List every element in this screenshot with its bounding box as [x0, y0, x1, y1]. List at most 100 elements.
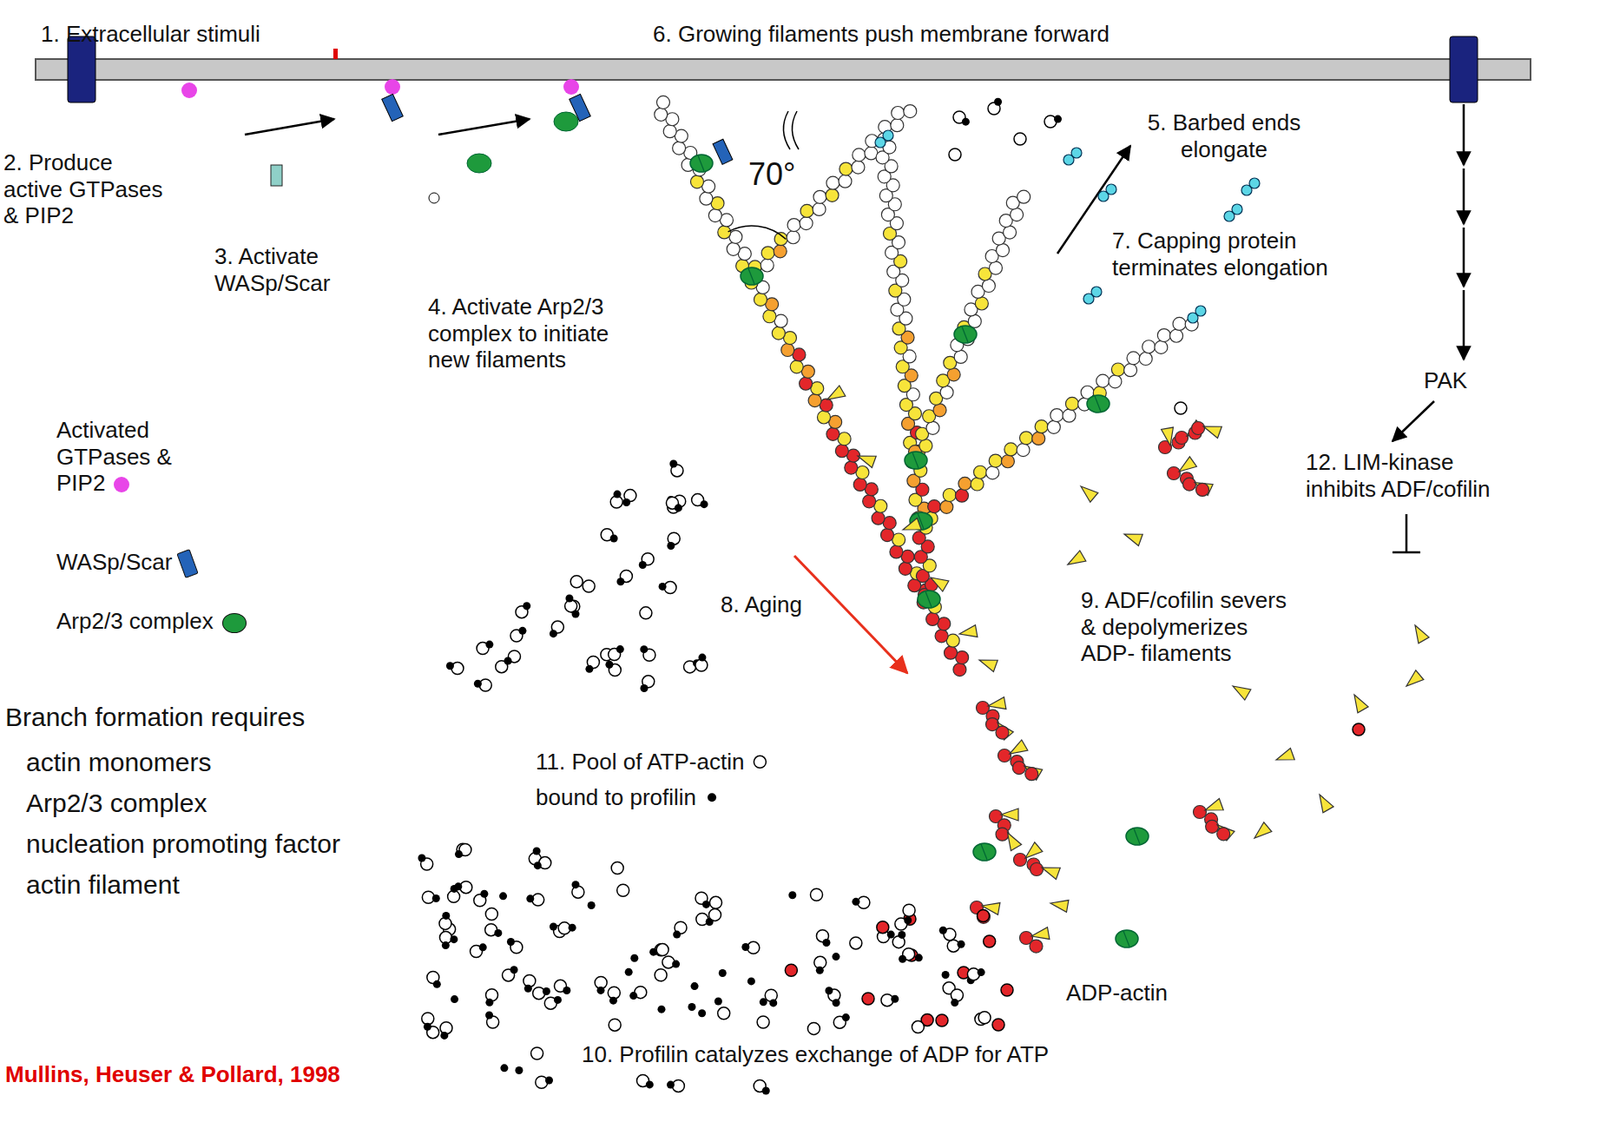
- actin-subunit: [1003, 225, 1017, 239]
- species-label: ADP-actin: [1066, 979, 1168, 1007]
- actin-subunit: [988, 261, 1002, 275]
- profilin: [625, 967, 633, 976]
- profilin: [718, 968, 727, 977]
- adp-actin-subunit: [1193, 805, 1207, 819]
- profilin: [957, 940, 966, 949]
- profilin: [613, 490, 622, 499]
- adp-actin-subunit: [1167, 467, 1181, 481]
- process-arrow: [438, 118, 530, 135]
- profilin: [610, 534, 619, 543]
- profilin: [549, 922, 558, 931]
- cofilin: [1314, 791, 1334, 813]
- protein-label: PAK: [1423, 367, 1468, 395]
- actin-subunit: [926, 421, 940, 435]
- actin-monomer: [570, 575, 583, 588]
- arp23-complex: [553, 111, 579, 132]
- adp-actin-subunit: [1205, 819, 1219, 833]
- cofilin: [1402, 670, 1424, 692]
- profilin: [897, 930, 906, 939]
- profilin: [423, 1022, 432, 1031]
- step-label: 4. Activate Arp2/3 complex to initiate n…: [427, 293, 637, 374]
- profilin: [842, 1013, 850, 1021]
- process-arrow: [244, 118, 335, 135]
- actin-subunit: [933, 403, 947, 417]
- profilin: [616, 577, 625, 586]
- actin-subunit: [656, 95, 670, 109]
- cofilin: [1183, 420, 1205, 442]
- profilin: [549, 629, 558, 638]
- arp23-cleft: [1094, 395, 1101, 412]
- cofilin: [1077, 481, 1099, 503]
- actin-monomer: [639, 606, 652, 619]
- profilin: [639, 684, 648, 692]
- profilin: [454, 882, 462, 890]
- adp-actin-subunit: [1029, 939, 1043, 953]
- actin-monomer: [948, 148, 962, 161]
- actin-subunit: [654, 107, 668, 121]
- cofilin: [1349, 691, 1369, 713]
- profilin: [506, 937, 515, 946]
- adp-actin-subunit: [995, 725, 1009, 739]
- actin-monomer: [992, 1018, 1005, 1031]
- adp-actin-subunit: [1013, 853, 1028, 867]
- actin-subunit: [942, 487, 956, 501]
- step-label: bound to profilin: [535, 783, 697, 811]
- actin-monomer: [656, 943, 669, 956]
- profilin: [851, 897, 860, 906]
- profilin: [950, 998, 959, 1007]
- arp23-cleft: [912, 452, 919, 468]
- actin-subunit: [1170, 329, 1184, 343]
- profilin: [524, 984, 533, 993]
- actin-monomer: [617, 883, 630, 896]
- actin-monomer: [654, 968, 667, 982]
- profilin: [939, 926, 948, 935]
- profilin: [522, 601, 531, 610]
- profilin: [499, 891, 507, 900]
- actin-subunit: [1046, 420, 1061, 434]
- actin-monomer: [717, 1007, 731, 1020]
- actin-subunit: [1050, 408, 1064, 422]
- adp-actin-subunit: [1183, 477, 1197, 491]
- actin-monomer: [876, 921, 889, 934]
- actin-monomer: [807, 1021, 820, 1034]
- arp23-complex: [740, 267, 764, 285]
- actin-subunit: [928, 500, 942, 514]
- arp23-complex: [1115, 929, 1139, 948]
- legend-swatch: [113, 476, 130, 493]
- profilin: [762, 1086, 771, 1094]
- actin-subunit: [799, 217, 813, 231]
- cofilin: [1201, 420, 1223, 438]
- active-wasp: [381, 93, 404, 121]
- profilin: [533, 861, 542, 870]
- actin-monomer: [902, 903, 916, 916]
- actin-subunit: [970, 477, 984, 491]
- gtpase-dot: [181, 82, 198, 99]
- actin-subunit: [753, 292, 767, 306]
- step-label: 11. Pool of ATP-actin: [535, 748, 745, 776]
- profilin: [441, 941, 450, 949]
- cofilin: [824, 385, 846, 405]
- generated-illustration: [417, 95, 1429, 1094]
- actin-subunit: [898, 561, 912, 575]
- actin-subunit: [790, 360, 804, 374]
- profilin: [616, 645, 625, 653]
- actin-subunit: [1032, 431, 1046, 445]
- profilin: [474, 679, 482, 688]
- actin-subunit: [1172, 316, 1186, 330]
- actin-subunit: [726, 242, 740, 256]
- capping-protein: [1249, 177, 1260, 189]
- actin-monomer: [757, 1015, 770, 1028]
- actin-subunit: [826, 427, 840, 441]
- adp-actin-subunit: [1030, 862, 1044, 876]
- actin-subunit: [1065, 396, 1079, 410]
- profilin: [700, 500, 709, 508]
- actin-subunit: [1016, 443, 1030, 457]
- arp23-cleft: [1123, 930, 1130, 947]
- arp23-complex: [1086, 395, 1110, 413]
- profilin: [572, 880, 580, 889]
- arp23-complex: [917, 590, 941, 608]
- actin-subunit: [853, 477, 867, 491]
- capping-protein: [1106, 184, 1117, 195]
- adp-actin-subunit: [976, 909, 990, 923]
